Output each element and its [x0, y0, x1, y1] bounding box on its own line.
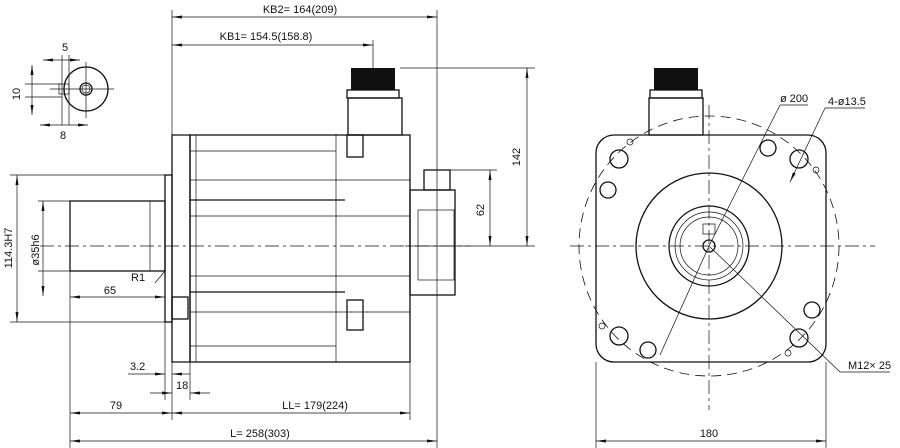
key-depth-label: 8: [60, 130, 66, 142]
shaft-total-label: 79: [110, 400, 122, 412]
shaft-diameter-label: ø35h6: [30, 234, 42, 265]
radius-label: R1: [131, 272, 145, 284]
thread-label: M12× 25: [848, 360, 891, 372]
ll-label: LL= 179(224): [282, 400, 348, 412]
key-width-label: 5: [62, 42, 68, 54]
side-dimensions: KB2= 164(209) KB1= 154.5(158.8) 142 62 1…: [3, 4, 535, 448]
spigot-label: 114.3H7: [3, 228, 15, 269]
l-label: L= 258(303): [230, 428, 290, 440]
pcd-label: ø 200: [780, 93, 808, 105]
flange-width-label: 18: [176, 380, 188, 392]
mount-holes: [598, 138, 821, 359]
kb2-label: KB2= 164(209): [263, 4, 337, 16]
holes-label: 4-ø13.5: [828, 96, 866, 108]
rear-connector-height-label: 62: [475, 204, 487, 216]
shaft-length-label: 65: [104, 285, 116, 297]
flange-size-label: 180: [700, 428, 718, 440]
key-detail: 5 10 8: [11, 42, 114, 142]
flange-thickness-label: 3.2: [130, 361, 145, 373]
side-view: [40, 68, 470, 363]
key-height-label: 10: [11, 88, 23, 100]
front-view: ø 200 4-ø13.5 M12× 25 180: [570, 68, 891, 448]
connector-height-label: 142: [511, 148, 523, 166]
kb1-label: KB1= 154.5(158.8): [220, 31, 313, 43]
